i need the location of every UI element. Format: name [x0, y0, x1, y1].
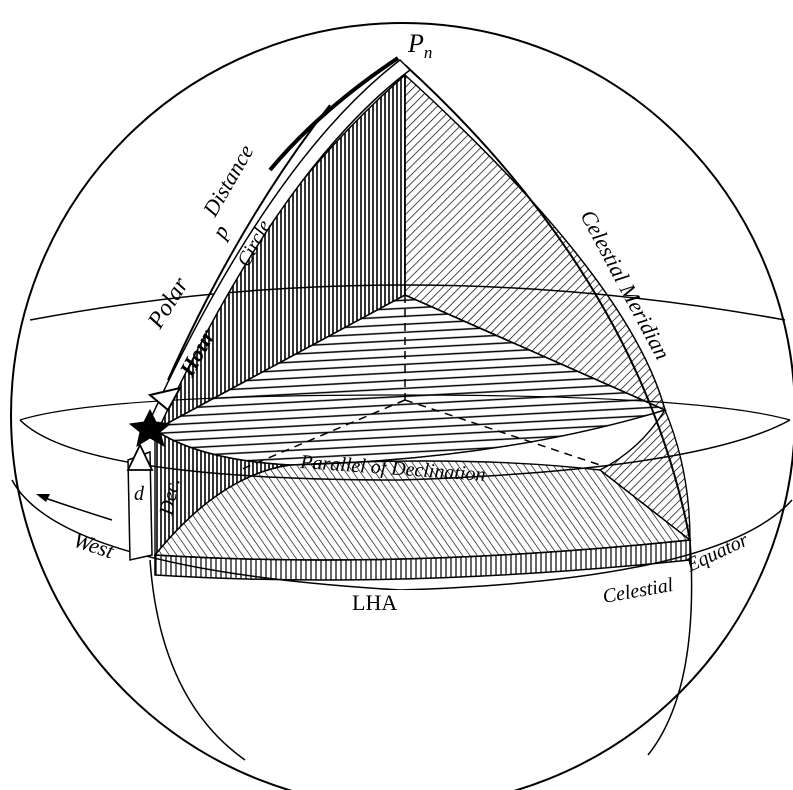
polar-distance-arrow [167, 104, 331, 381]
star-icon [128, 408, 172, 448]
arrow-down-icon [147, 386, 182, 412]
meridian-plane-sector [404, 73, 667, 412]
pole-label: Pn [407, 29, 432, 62]
arrow-up-icon [126, 442, 154, 471]
polar-label: Polar [143, 272, 195, 334]
p-label: p [206, 220, 234, 244]
celestial-sphere-outline [10, 22, 793, 790]
d-label: d [134, 483, 145, 505]
lha-band [154, 539, 691, 581]
celestial-label: Celestial [601, 574, 675, 608]
west-label: West [70, 527, 117, 564]
arrow-left-icon [44, 497, 113, 521]
lower-hour-circle-left [149, 559, 246, 761]
equator-label: Equator [682, 529, 752, 577]
lower-hour-circle-right [647, 539, 693, 756]
distance-label: Distance [197, 140, 258, 221]
lha-label: LHA [352, 590, 397, 615]
